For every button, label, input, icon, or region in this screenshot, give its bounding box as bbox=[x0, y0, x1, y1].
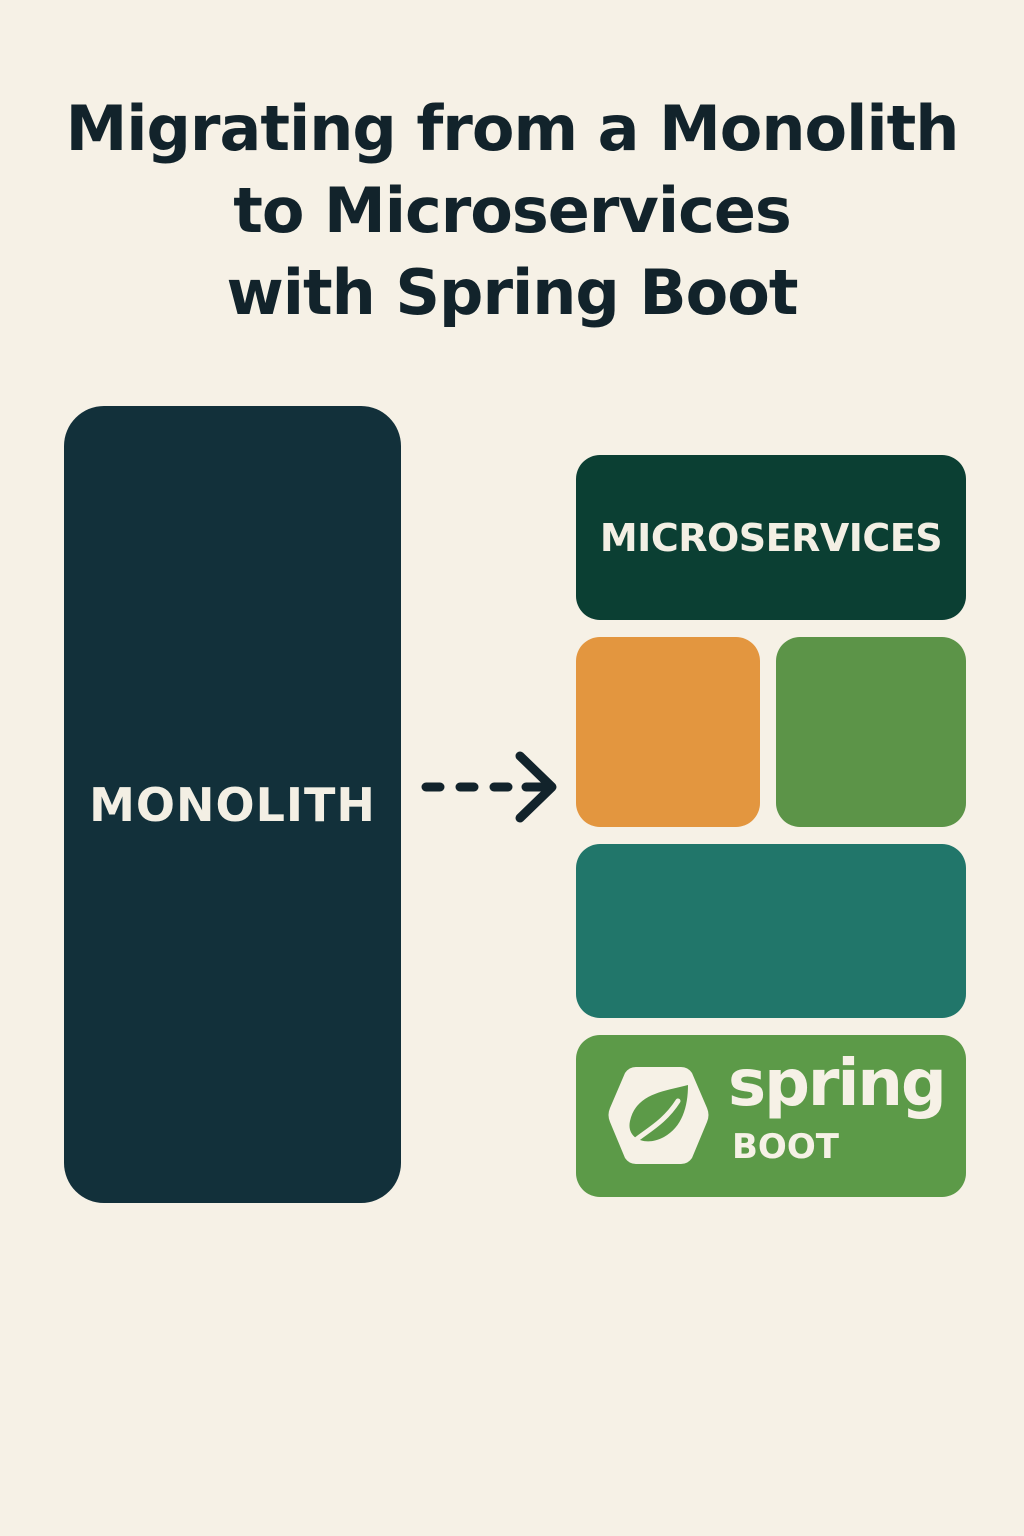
microservices-label: MICROSERVICES bbox=[599, 515, 943, 560]
title-line-1: Migrating from a Monolith bbox=[65, 92, 960, 165]
microservices-header: MICROSERVICES bbox=[576, 455, 966, 620]
monolith-label: MONOLITH bbox=[89, 777, 376, 832]
page-title: Migrating from a Monolith to Microservic… bbox=[0, 88, 1024, 334]
monolith-block: MONOLITH bbox=[64, 406, 401, 1203]
service-block-teal bbox=[576, 844, 966, 1018]
service-block-green bbox=[776, 637, 966, 827]
spring-wordmark: spring bbox=[728, 1047, 947, 1121]
title-line-3: with Spring Boot bbox=[226, 256, 799, 329]
spring-boot-logo: spring BOOT bbox=[576, 1035, 966, 1197]
leaf-hexagon-icon bbox=[608, 1067, 709, 1164]
title-line-2: to Microservices bbox=[233, 174, 792, 247]
service-block-orange bbox=[576, 637, 760, 827]
boot-wordmark: BOOT bbox=[732, 1127, 839, 1167]
dashed-arrow-right-icon bbox=[421, 751, 557, 823]
